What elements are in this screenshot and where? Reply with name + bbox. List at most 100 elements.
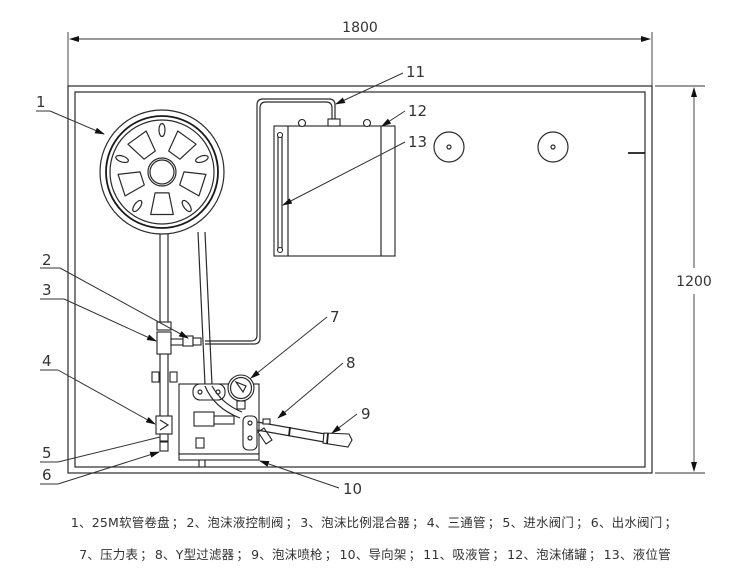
leader-line [57, 436, 161, 463]
gauge-stem [236, 400, 246, 410]
leader-line [282, 141, 406, 206]
legend-item-number: 11 [423, 547, 440, 562]
legend-item-2: 2、泡沫液控制阀 [187, 515, 284, 530]
legend-item-5: 5、进水阀门 [502, 515, 574, 530]
reel-window [127, 130, 156, 160]
legend-list-separator: ； [588, 547, 602, 562]
mount-hole [247, 435, 253, 441]
legend-list-separator: ； [576, 515, 589, 530]
leader-line [57, 369, 156, 425]
hose-guide-bracket [192, 383, 226, 401]
cabinet-port-center [550, 144, 556, 150]
legend-list-separator: ； [324, 547, 338, 562]
legend-item-7: 7、压力表 [79, 547, 138, 562]
legend-item-text: 25M软管卷盘 [91, 515, 170, 530]
foam-tank [273, 118, 396, 257]
legend-list-separator: ； [487, 515, 501, 530]
legend-item-text: 液位管 [632, 547, 671, 562]
legend-item-separator: 、 [510, 515, 524, 530]
legend-list-separator: ； [664, 515, 678, 530]
gauge-body [227, 374, 255, 402]
legend-item-separator: 、 [79, 515, 92, 530]
pump-block [193, 411, 215, 427]
legend-item-separator: 、 [434, 515, 448, 530]
proportioner-top [156, 321, 172, 331]
height-dimension-label: 1200 [676, 274, 712, 290]
legend-item-separator: 、 [619, 547, 633, 562]
legend-item-separator: 、 [194, 515, 208, 530]
callouts: 1 2 3 4 5 6 7 8 9 10 11 [36, 63, 427, 498]
pipe-line [197, 231, 206, 386]
mount-hole [247, 420, 253, 426]
level-tube-bottom-fitting [276, 246, 284, 254]
leader-line [49, 110, 105, 135]
legend-list-separator: ； [408, 547, 422, 562]
hose-curve [211, 385, 243, 413]
nozzle-ring [326, 432, 329, 445]
pipe-joint [288, 426, 291, 437]
legend-item-text: 泡沫比例混合器 [321, 515, 411, 530]
legend-item-number: 3 [300, 515, 309, 530]
legend-item-text: Y型过滤器 [175, 547, 235, 562]
cabinet-port-center [446, 144, 452, 150]
legend-list-separator: ； [285, 515, 299, 530]
legend-item-number: 9 [251, 547, 260, 562]
legend-item-text: 泡沫液控制阀 [207, 515, 284, 530]
pipe-clamp [169, 371, 178, 383]
callout-11: 11 [406, 63, 425, 81]
legend-item-number: 10 [339, 547, 356, 562]
legend-item-1: 1、25M软管卷盘 [71, 515, 170, 530]
legend-list-separator: ； [140, 547, 153, 562]
y-filter [257, 427, 273, 445]
proportioner-branch [170, 338, 184, 346]
hose-reel [99, 109, 225, 235]
nozzle-mount [242, 415, 258, 451]
width-dimension: 1800 [67, 20, 653, 88]
callout-13: 13 [408, 133, 427, 151]
leader-line [259, 460, 340, 489]
legend-item-separator: 、 [87, 547, 101, 562]
cabinet-port [433, 131, 465, 163]
reel-window [150, 192, 174, 216]
filter-cap [262, 418, 271, 425]
foam-proportioner [156, 331, 172, 355]
suction-tube-outer [205, 101, 333, 345]
tank-bolt [362, 118, 372, 128]
outlet-valve [159, 441, 169, 452]
legend-item-separator: 、 [439, 547, 453, 562]
callout-1: 1 [36, 93, 46, 111]
leader-line [381, 110, 406, 127]
nozzle-assembly [242, 415, 353, 451]
callout-9: 9 [361, 405, 371, 423]
reel-hub [147, 157, 177, 187]
nozzle-pipe [256, 429, 325, 443]
legend-item-number: 12 [507, 547, 524, 562]
callout-12: 12 [408, 102, 427, 120]
reel-slot [115, 154, 129, 164]
legend-item-number: 6 [590, 515, 599, 530]
callout-8: 8 [346, 354, 356, 372]
bracket-hole [197, 389, 203, 395]
leader-line [331, 413, 358, 434]
foam-nozzle [322, 432, 353, 448]
legend-item-text: 出水阀门 [611, 515, 663, 530]
callout-2: 2 [42, 251, 52, 269]
legend-list-separator: ； [492, 547, 506, 562]
leader-line [63, 298, 157, 342]
legend-item-3: 3、泡沫比例混合器 [300, 515, 410, 530]
legend-list-separator: ； [171, 515, 185, 530]
legend-line-1: 1、25M软管卷盘；2、泡沫液控制阀；3、泡沫比例混合器；4、三通管；5、进水阀… [0, 512, 750, 531]
legend-item-text: 导向架 [368, 547, 407, 562]
legend-item-separator: 、 [163, 547, 176, 562]
level-tube-top-fitting [276, 131, 284, 139]
tee-marker [159, 419, 170, 431]
reel-pipes [159, 231, 213, 386]
legend-item-separator: 、 [259, 547, 272, 562]
legend-item-text: 泡沫储罐 [536, 547, 587, 562]
legend-line-2: 7、压力表；8、Y型过滤器；9、泡沫喷枪；10、导向架；11、吸液管；12、泡沫… [0, 544, 750, 563]
tank-bolt [297, 118, 307, 128]
legend-item-text: 三通管 [447, 515, 486, 530]
callout-3: 3 [42, 281, 52, 299]
legend-item-number: 13 [603, 547, 620, 562]
equipment-layout-drawing: 1800 1200 [36, 20, 712, 498]
